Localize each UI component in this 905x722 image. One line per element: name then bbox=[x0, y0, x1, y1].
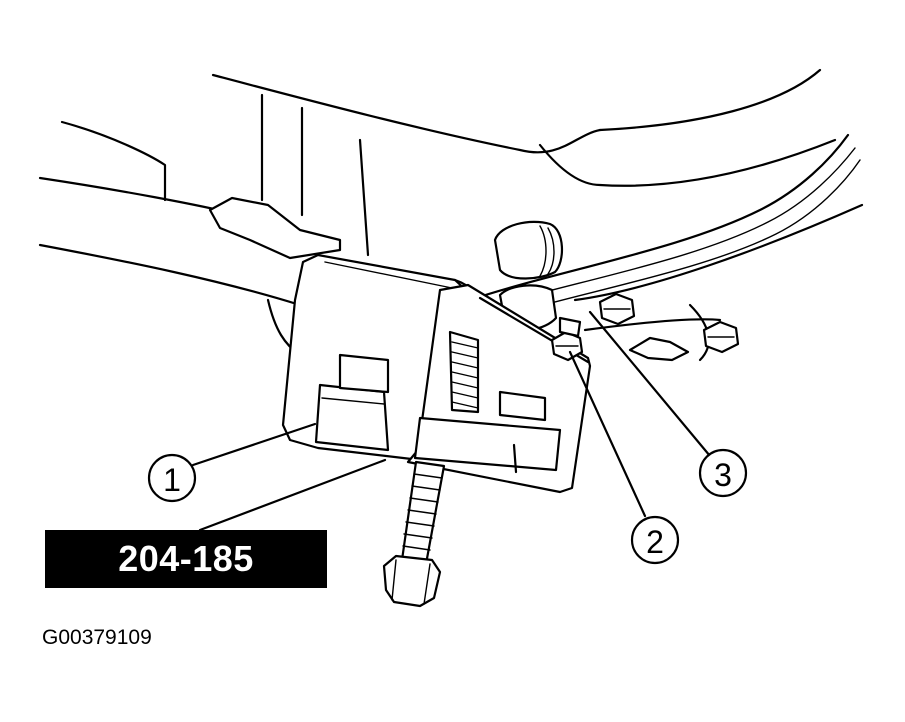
chassis-outline bbox=[38, 68, 837, 357]
tool-foot-right bbox=[413, 390, 562, 474]
control-arm bbox=[208, 196, 342, 260]
figure-id: G00379109 bbox=[42, 626, 152, 649]
leader-lines bbox=[191, 310, 712, 532]
leader-line-3 bbox=[588, 310, 712, 458]
leader-line-2 bbox=[568, 350, 647, 518]
forcing-screw bbox=[382, 330, 480, 608]
callout-3: 3 bbox=[698, 448, 748, 498]
tool-number-label: 204-185 bbox=[45, 530, 327, 588]
frame-nut-lower bbox=[702, 320, 740, 354]
leader-line-1 bbox=[191, 422, 317, 467]
callout-1: 1 bbox=[147, 453, 197, 503]
retaining-nut bbox=[550, 316, 584, 362]
callout-1-label: 1 bbox=[163, 462, 181, 498]
tool-foot-left bbox=[314, 353, 390, 452]
callout-2-label: 2 bbox=[646, 524, 664, 560]
frame-nut-upper bbox=[598, 292, 636, 326]
leader-line-tool bbox=[198, 458, 387, 532]
callout-2: 2 bbox=[630, 515, 680, 565]
callout-3-label: 3 bbox=[714, 457, 732, 493]
tool-number-text: 204-185 bbox=[118, 538, 254, 579]
